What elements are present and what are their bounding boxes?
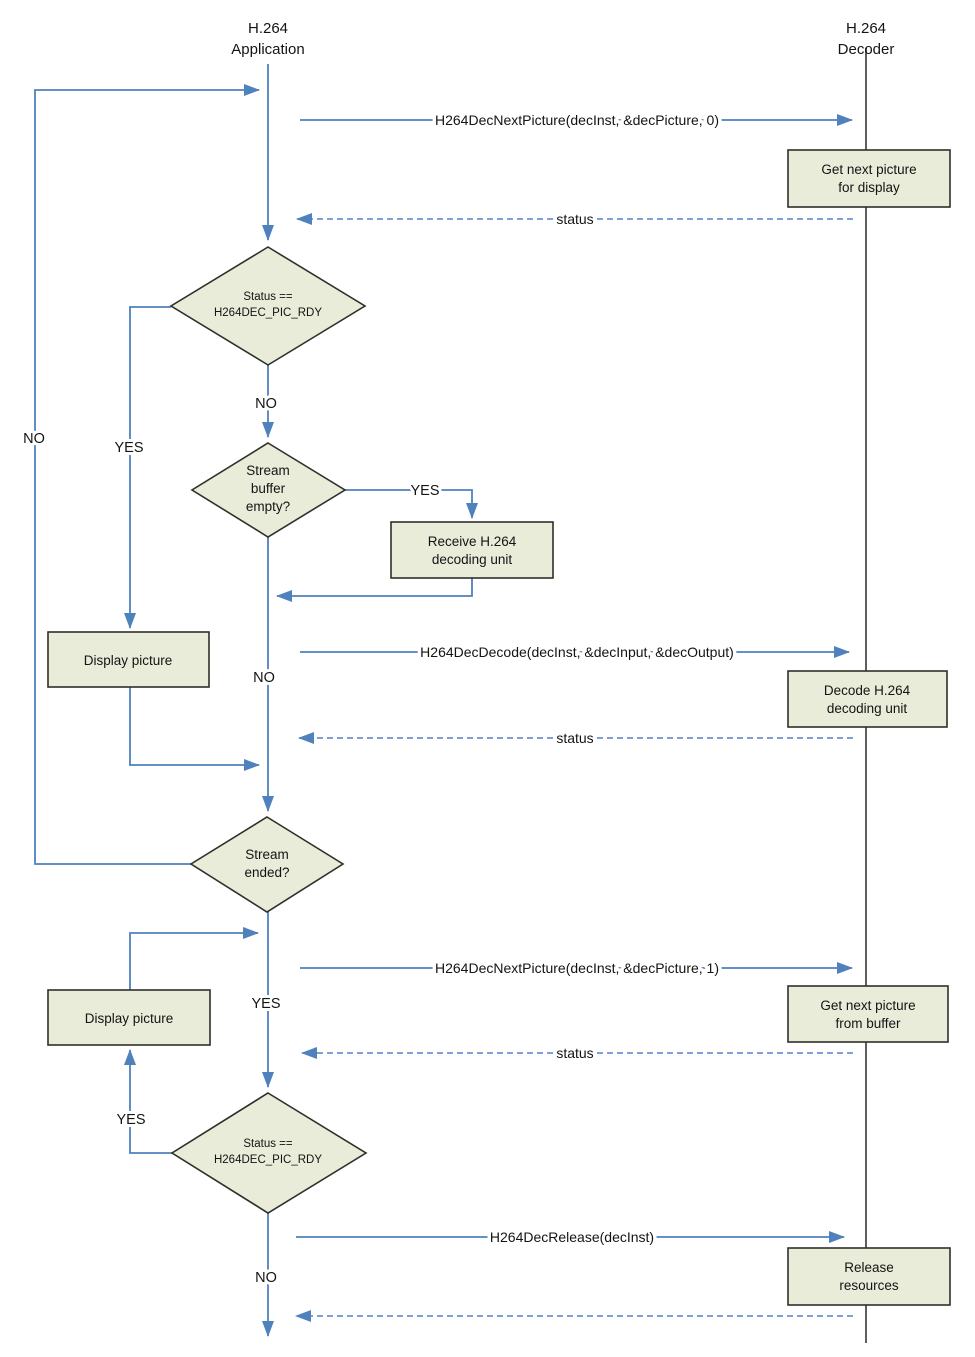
decision-pic-rdy-top-line2: H264DEC_PIC_RDY	[214, 307, 322, 319]
process-decode-unit	[787, 670, 948, 728]
process-get-next-from-buffer	[787, 985, 949, 1043]
decision-pic-rdy-bottom-line1: Status ==	[243, 1138, 293, 1150]
decision-pic-rdy-top	[169, 246, 367, 366]
process-receive-unit-line2: decoding unit	[432, 552, 513, 567]
process-display-picture-bottom-label: Display picture	[85, 1011, 174, 1026]
yes-to-display-top-connector	[124, 306, 171, 629]
status-return-2-label: status	[556, 730, 593, 746]
yes-to-receive-connector	[345, 489, 478, 519]
process-display-picture-bottom	[47, 989, 211, 1046]
message-decode-label: H264DecDecode(decInst, &decInput, &decOu…	[420, 644, 734, 660]
process-get-next-from-buffer-line1: Get next picture	[820, 998, 915, 1013]
decoder-lifeline-title-line2: Decoder	[838, 41, 895, 58]
outer-no-loop-connector	[34, 84, 260, 865]
label-no-pic-rdy-top: NO	[255, 396, 277, 412]
receive-return-connector	[276, 578, 473, 602]
message-release-label: H264DecRelease(decInst)	[490, 1229, 654, 1245]
process-get-next-for-display-line2: for display	[838, 180, 900, 195]
status-return-1-label: status	[556, 211, 593, 227]
label-yes-stream-ended: YES	[251, 996, 280, 1012]
label-no-buffer-empty: NO	[253, 670, 275, 686]
process-display-picture-top-label: Display picture	[84, 653, 173, 668]
message-next-picture-0-label: H264DecNextPicture(decInst, &decPicture,…	[435, 112, 719, 128]
process-decode-unit-line1: Decode H.264	[824, 683, 911, 698]
label-yes-buffer-empty: YES	[410, 483, 439, 499]
application-lifeline-title-line2: Application	[231, 41, 304, 58]
display-bottom-return-connector	[129, 927, 259, 990]
decision-buffer-empty-line2: buffer	[251, 481, 286, 496]
decoder-lifeline-title-line1: H.264	[846, 20, 886, 37]
decision-pic-rdy-top-line1: Status ==	[243, 291, 293, 303]
decision-stream-ended-line1: Stream	[245, 847, 289, 862]
label-yes-pic-rdy-bottom: YES	[116, 1112, 145, 1128]
application-lifeline-title-line1: H.264	[248, 20, 288, 37]
display-top-return-connector	[129, 687, 260, 771]
decision-buffer-empty-line1: Stream	[246, 463, 290, 478]
process-display-picture-top	[47, 631, 210, 688]
decision-pic-rdy-bottom	[170, 1092, 368, 1214]
process-get-next-for-display	[787, 149, 951, 208]
decision-buffer-empty	[190, 442, 347, 538]
label-no-pic-rdy-bottom: NO	[255, 1270, 277, 1286]
process-release-resources	[787, 1247, 951, 1306]
message-next-picture-1-label: H264DecNextPicture(decInst, &decPicture,…	[435, 960, 719, 976]
decision-stream-ended-line2: ended?	[244, 865, 289, 880]
process-receive-unit	[390, 521, 554, 579]
process-receive-unit-line1: Receive H.264	[428, 534, 517, 549]
status-return-3-label: status	[556, 1045, 593, 1061]
process-decode-unit-line2: decoding unit	[827, 701, 908, 716]
yes-to-display-bottom-connector	[124, 1049, 172, 1154]
decision-buffer-empty-line3: empty?	[246, 499, 290, 514]
label-outer-no: NO	[23, 431, 45, 447]
decision-pic-rdy-bottom-line2: H264DEC_PIC_RDY	[214, 1154, 322, 1166]
label-yes-pic-rdy-top: YES	[114, 440, 143, 456]
process-release-resources-line2: resources	[839, 1278, 899, 1293]
process-get-next-from-buffer-line2: from buffer	[835, 1016, 901, 1031]
process-release-resources-line1: Release	[844, 1260, 894, 1275]
decision-stream-ended	[189, 816, 345, 913]
process-get-next-for-display-line1: Get next picture	[821, 162, 916, 177]
